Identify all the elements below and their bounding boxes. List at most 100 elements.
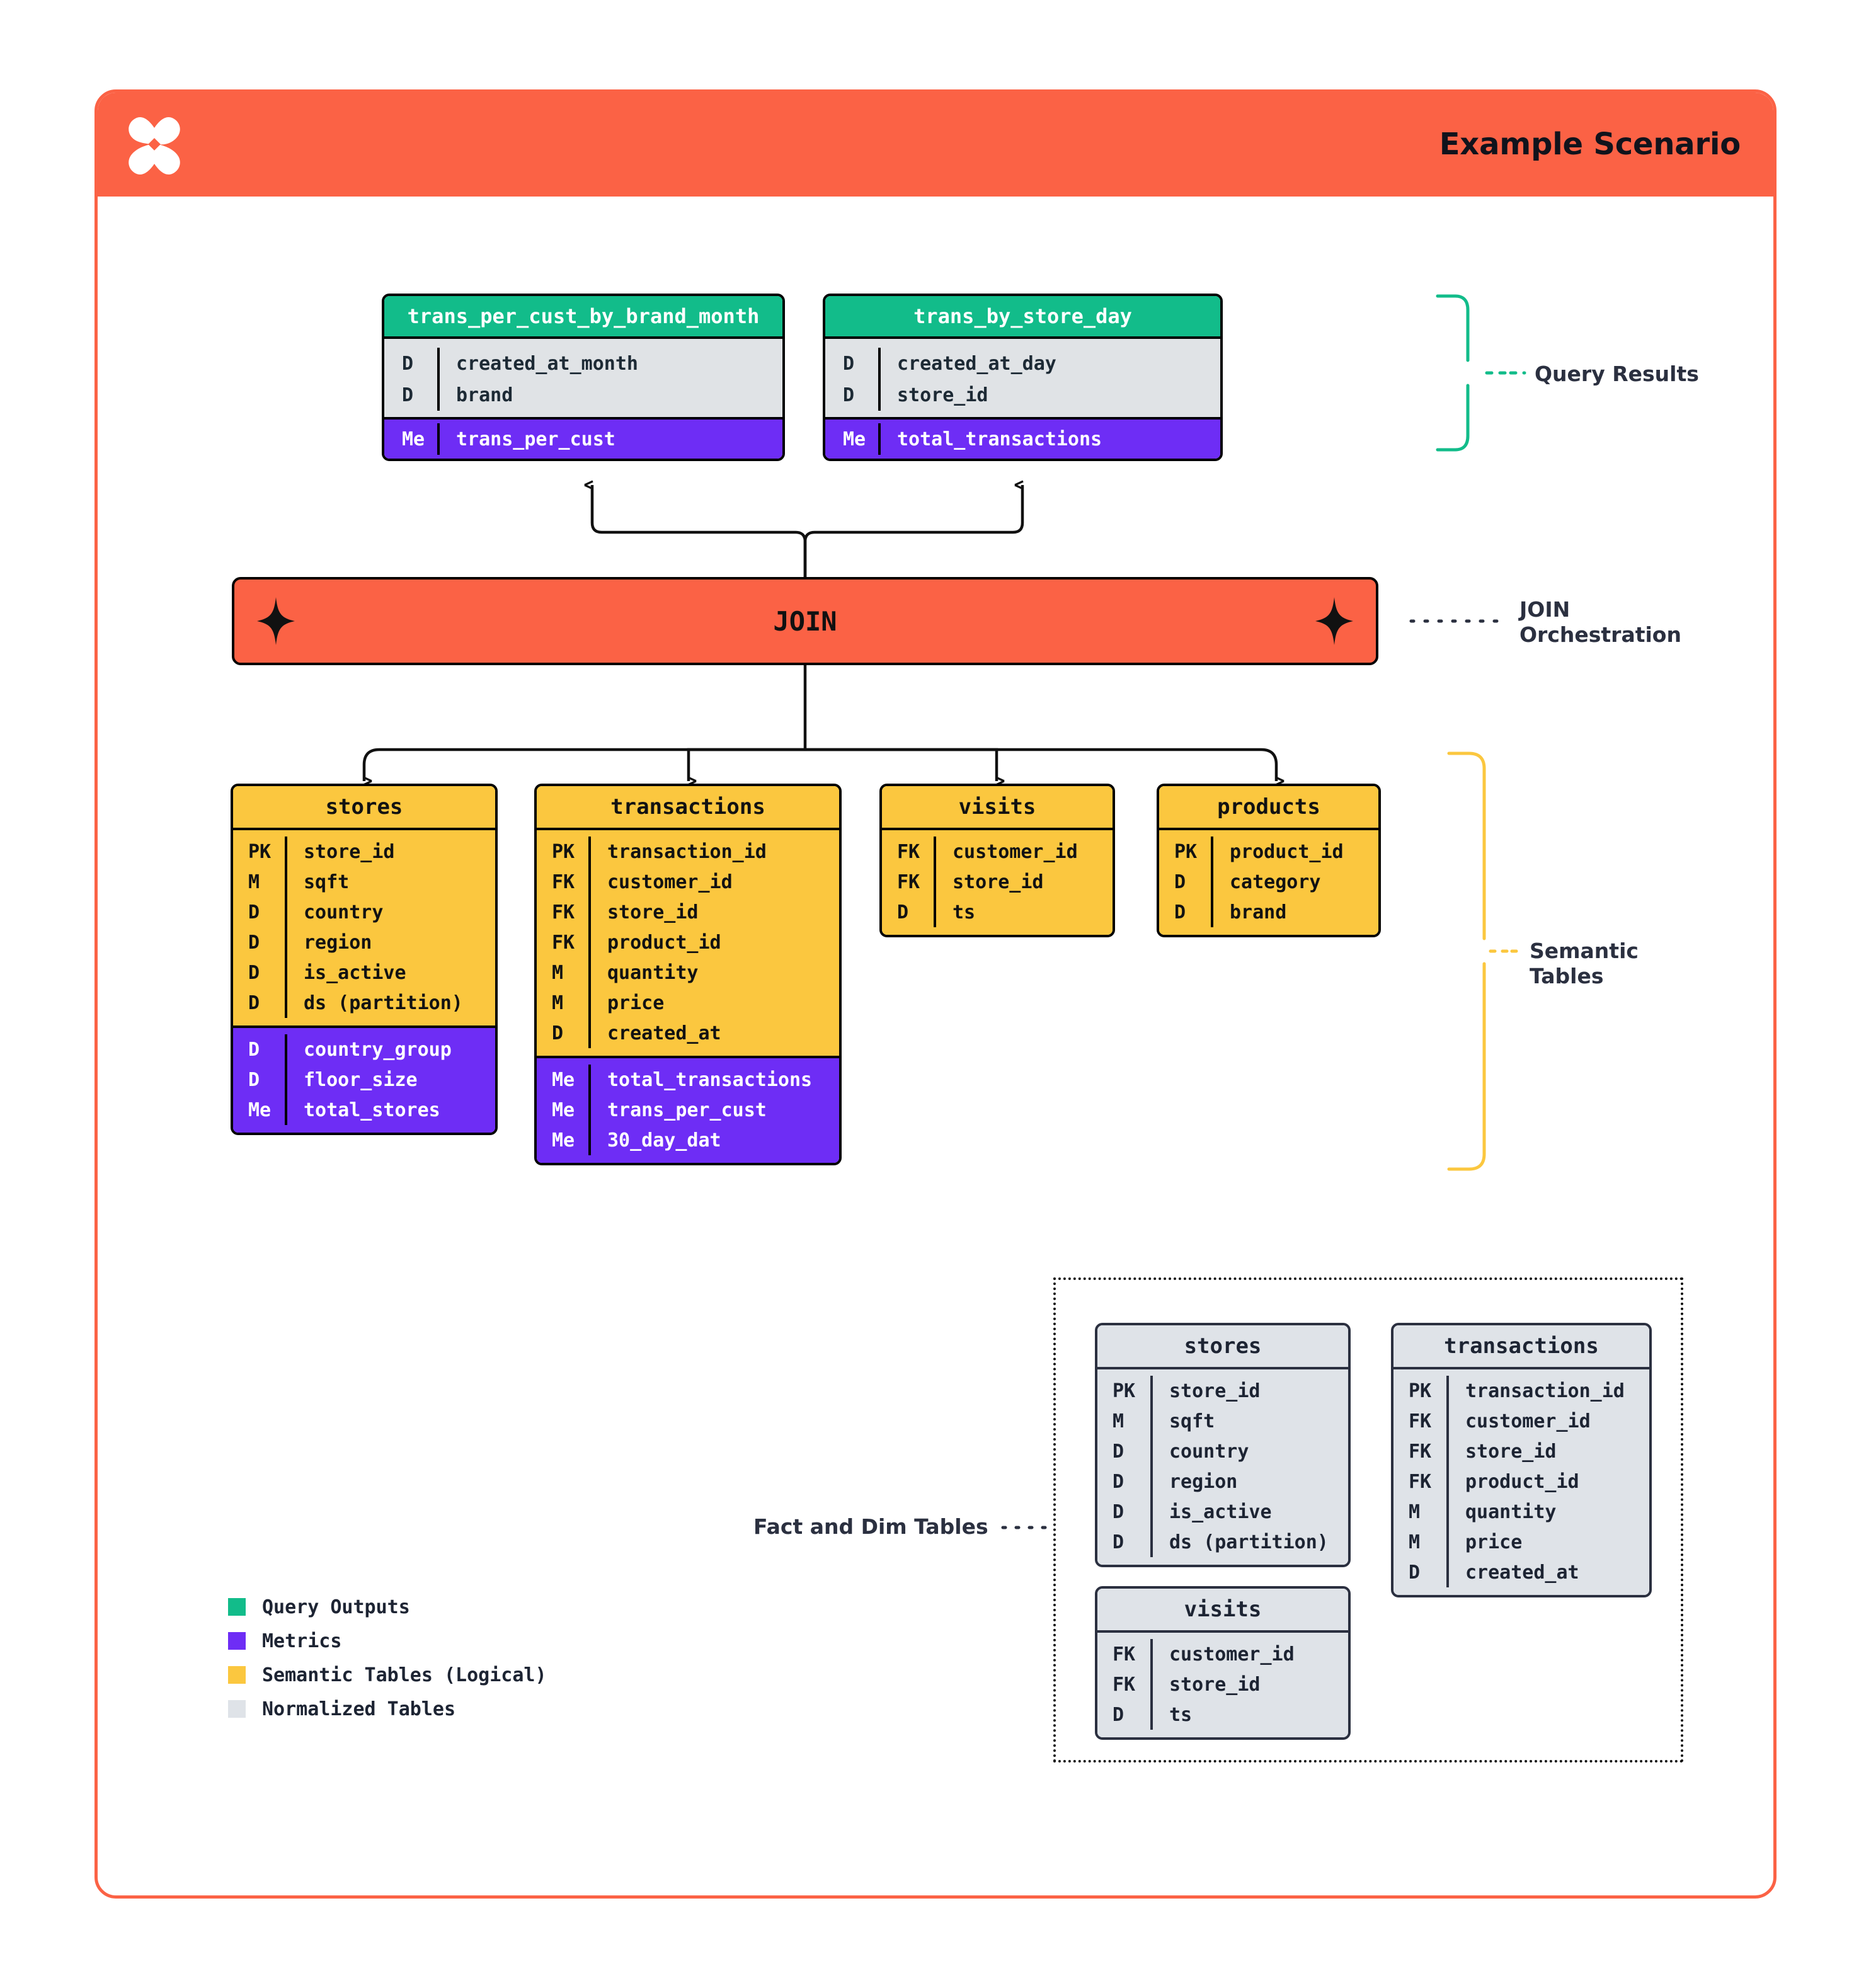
query-result-table[interactable]: trans_per_cust_by_brand_month D created_… — [382, 294, 785, 461]
column-name: transaction_id — [588, 837, 839, 867]
legend-swatch-query-outputs — [228, 1598, 246, 1616]
legend: Query Outputs Metrics Semantic Tables (L… — [228, 1590, 547, 1726]
column-key: D — [1113, 1500, 1124, 1523]
column-name: store_id — [878, 379, 1220, 411]
query-result-table[interactable]: trans_by_store_day D created_at_day D st… — [823, 294, 1223, 461]
join-label: JOIN — [773, 605, 837, 637]
join-orchestration-bar[interactable]: JOIN — [232, 577, 1378, 665]
column-key: M — [552, 961, 564, 984]
table-title: visits — [882, 786, 1113, 828]
column-key: Me — [402, 428, 425, 450]
column-key: M — [1113, 1410, 1124, 1432]
column-key: Me — [552, 1068, 575, 1091]
column-name: ds (partition) — [285, 988, 495, 1018]
column-key: D — [1113, 1703, 1124, 1726]
column-name: store_id — [1446, 1436, 1649, 1466]
table-row[interactable]: Me total_transactions — [825, 423, 1220, 455]
x-star-logo-icon — [123, 113, 186, 176]
column-name: store_id — [934, 867, 1113, 897]
column-key: D — [843, 384, 855, 406]
column-key: M — [1409, 1500, 1421, 1523]
fact-and-dim-group — [1053, 1277, 1683, 1762]
column-key: FK — [552, 871, 575, 893]
column-key: D — [248, 931, 260, 954]
column-name: created_at_month — [437, 348, 782, 379]
metric-section: Me trans_per_cust — [384, 417, 782, 459]
column-key: FK — [1409, 1410, 1432, 1432]
annotation-join-orchestration: JOIN Orchestration — [1519, 597, 1681, 648]
column-key: D — [248, 961, 260, 984]
column-name: sqft — [1150, 1406, 1348, 1436]
column-name: category — [1211, 867, 1378, 897]
table-row[interactable]: D created_at_month — [384, 345, 782, 379]
column-key: FK — [1113, 1673, 1136, 1696]
column-key: FK — [1113, 1643, 1136, 1665]
column-name: 30_day_dat — [588, 1125, 839, 1155]
legend-item: Semantic Tables (Logical) — [228, 1658, 547, 1692]
column-name: product_id — [1211, 837, 1378, 867]
table-row[interactable]: D created_at_day — [825, 345, 1220, 379]
column-key: D — [248, 991, 260, 1014]
annotation-line-1: JOIN — [1519, 597, 1571, 622]
metric-section: Me total_transactions — [825, 417, 1220, 459]
table-row[interactable]: Me trans_per_cust — [384, 423, 782, 455]
legend-label: Normalized Tables — [262, 1698, 456, 1720]
column-key: D — [248, 1038, 260, 1061]
column-key: D — [1113, 1470, 1124, 1493]
table-row[interactable]: D brand — [384, 379, 782, 411]
table-row[interactable]: D store_id — [825, 379, 1220, 411]
column-name: customer_id — [934, 837, 1113, 867]
